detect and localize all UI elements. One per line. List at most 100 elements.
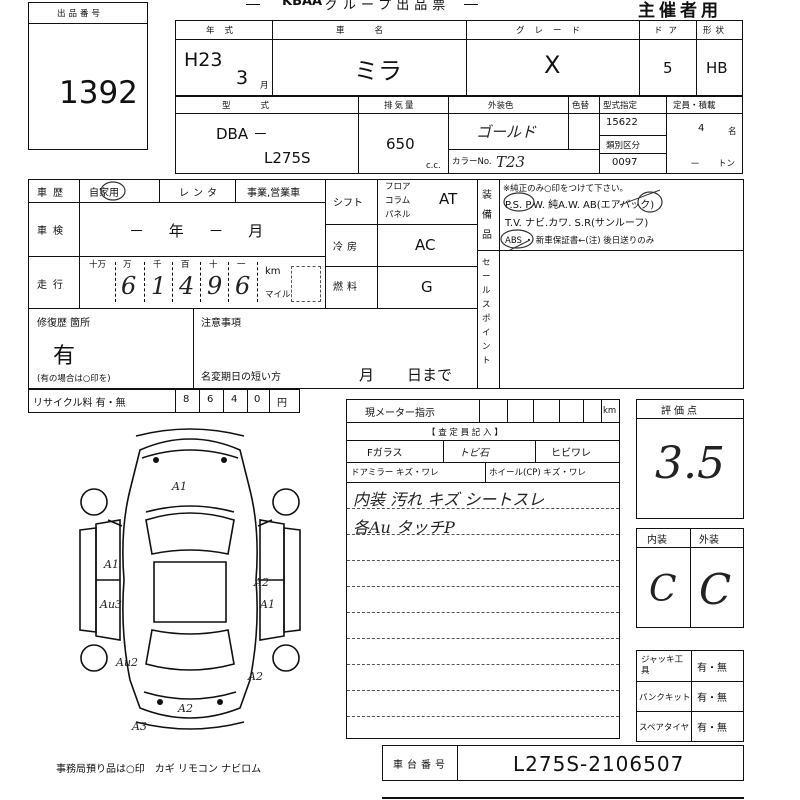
model-row: 型式 排気量 外装色 色替 型式指定 定員・積載 DBA － L275S 650… [175, 96, 743, 174]
equipment-note: ※純正のみ○印をつけて下さい。 [503, 184, 629, 194]
capacity-value: 4 [698, 123, 705, 134]
inspector-block: 現メーター指示 km 【 査 定 員 記 入 】 Fガラス トビ石 ヒビワレ ド… [346, 399, 620, 739]
color-change-label: 色替 [572, 101, 590, 111]
color-no-value: T23 [496, 153, 526, 171]
header-brand: KBAA [282, 0, 323, 9]
lot-number-value: 1392 [59, 75, 138, 111]
model-label: 型式 [222, 101, 300, 111]
recycle-digit: 4 [231, 394, 238, 405]
accessory-value: 有・無 [697, 723, 727, 734]
interior-exterior-box: 内装 外装 C C [636, 528, 744, 628]
doors-label: ドア [654, 26, 684, 36]
exterior-grade: C [699, 565, 732, 614]
body-value: HB [706, 59, 728, 77]
aircon-value: AC [415, 236, 436, 254]
displacement-value: 650 [386, 135, 415, 153]
car-damage-diagram: A1 A1 A2 A1 Au3 Au2 A2 A2 A3 [79, 428, 301, 733]
equipment-line-3: ABS ・ 新車保証書←(注) 後日送りのみ [505, 236, 655, 246]
accessory-label: スペアタイヤ [639, 723, 690, 733]
type-designation-label: 型式指定 [603, 101, 638, 111]
aircon-label: 冷房 [333, 242, 361, 253]
damage-mark: Au3 [99, 598, 122, 611]
grade-label: グレード [516, 26, 591, 36]
recycle-row: リサイクル料 有・無 8 6 4 0 円 [28, 389, 300, 413]
fuel-value: G [421, 278, 433, 296]
handwritten-note-1: 内装 汚れ キズ シートスレ [353, 490, 545, 509]
mileage-unit-km: km [265, 266, 281, 277]
mileage-digit: 4 [179, 272, 195, 300]
header-title: 主催者用 [638, 1, 722, 21]
interior-label: 内装 [647, 535, 667, 546]
crack-label: ヒビワレ [551, 448, 591, 459]
repair-label: 修復歴 箇所 [37, 318, 91, 329]
damage-mark: A1 [259, 598, 275, 611]
inspection-label: 車検 [37, 226, 69, 237]
exterior-color-value: ゴールド [476, 123, 537, 141]
inspector-section-label: 【 査 定 員 記 入 】 [427, 428, 503, 438]
month-unit: 月 [260, 81, 269, 91]
mileage-digit: 1 [151, 272, 167, 300]
exterior-color-label: 外装色 [488, 101, 514, 111]
history-option-business: 事業,営業車 [247, 188, 301, 199]
fuel-label: 燃料 [333, 282, 361, 293]
shift-option-floor: フロア [385, 182, 411, 192]
notes-label: 注意事項 [201, 318, 241, 329]
capacity-unit: 名 [728, 127, 737, 137]
chassis-value: L275S-2106507 [513, 752, 685, 776]
history-label: 車歴 [37, 188, 69, 199]
year-month: 3 [236, 67, 249, 89]
meter-km-unit: km [603, 406, 617, 416]
damage-mark: A2 [177, 702, 193, 715]
grade-value: X [544, 51, 561, 79]
accessory-label: ジャッキ工具 [641, 655, 684, 676]
mirror-label: ドアミラー キズ・ワレ [351, 468, 439, 478]
shift-option-column: コラム [385, 196, 411, 206]
year-label: 年式 [206, 26, 244, 36]
body-label: 形状 [703, 26, 729, 36]
recycle-unit: 円 [277, 398, 287, 409]
chassis-label: 車台番号 [393, 760, 449, 771]
wheel-label: ホイール(CP) キズ・ワレ [489, 468, 586, 478]
doors-value: 5 [663, 59, 673, 77]
glass-value: トビ石 [459, 448, 489, 459]
damage-mark: A1 [103, 558, 119, 571]
lot-number-label: 出品番号 [57, 9, 104, 19]
interior-grade: C [649, 569, 677, 610]
model-code: L275S [264, 149, 311, 167]
mileage-label: 走行 [37, 280, 69, 291]
equipment-label: 装備品 [482, 190, 492, 241]
load-unit: トン [718, 159, 736, 169]
name-change-month: 月 [359, 366, 375, 384]
accessory-label: パンクキット [639, 693, 691, 703]
name-label: 車名 [336, 26, 414, 36]
lot-number-box: 出品番号 1392 [28, 2, 148, 150]
details-block: 車歴 自家用 レンタ 事業,営業車 車検 － 年 － 月 走行 十万 万 千 百… [28, 179, 744, 389]
damage-mark: A3 [131, 720, 147, 733]
handwritten-note-2: 各Au タッチP [353, 518, 455, 537]
recycle-label: リサイクル料 有・無 [33, 398, 126, 409]
repair-value: 有 [53, 344, 76, 369]
name-change-label: 名変期日の短い方 [201, 372, 281, 383]
damage-mark: Au2 [115, 656, 138, 669]
mileage-check-box [291, 266, 321, 302]
accessories-box: ジャッキ工具 有・無 パンクキット 有・無 スペアタイヤ 有・無 [636, 650, 744, 742]
mileage-digit: 6 [121, 272, 137, 300]
accessory-value: 有・無 [697, 663, 727, 674]
year-era: H23 [184, 49, 223, 71]
cc-unit: c.c. [426, 161, 441, 171]
history-option-rental: レンタ [179, 188, 221, 199]
exterior-label: 外装 [699, 535, 719, 546]
inspection-value: － 年 － 月 [129, 222, 274, 240]
header-group-text: グループ出品票 [325, 0, 451, 13]
name-change-day: 日まで [407, 366, 453, 384]
meter-label: 現メーター指示 [365, 408, 435, 419]
capacity-label: 定員・積載 [673, 101, 716, 111]
displacement-label: 排気量 [384, 101, 416, 111]
chassis-row: 車台番号 L275S-2106507 [382, 745, 744, 781]
office-note: 事務局預り品は○印 カギ リモコン ナビロム [56, 764, 262, 775]
equipment-line-2: T.V. ナビ.カワ. S.R(サンルーフ) [505, 218, 649, 229]
recycle-digit: 0 [254, 394, 261, 405]
accessory-value: 有・無 [697, 693, 727, 704]
load-value: － [690, 159, 700, 170]
